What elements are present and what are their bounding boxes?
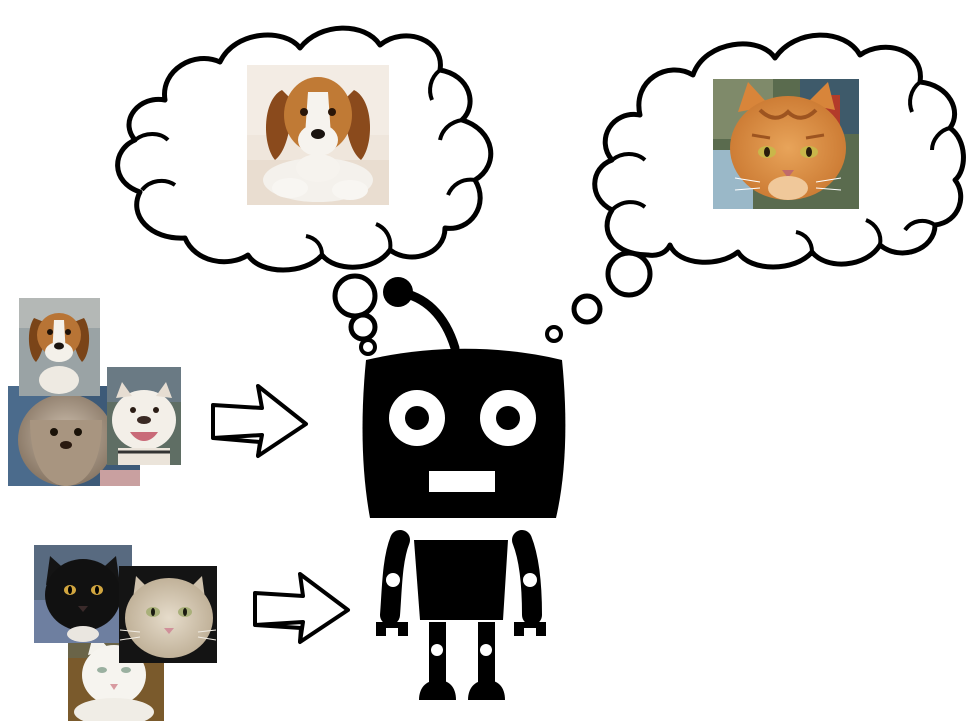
orange-tabby-cat-photo [713, 79, 859, 209]
thought-bubble-large [332, 273, 378, 319]
thought-bubble-small [359, 338, 377, 356]
right-thought-cloud [545, 32, 966, 343]
dog-photo-group [8, 298, 181, 486]
thought-bubble-medium [571, 293, 603, 325]
thought-bubble-small [545, 325, 563, 343]
beagle-photo [19, 298, 100, 396]
robot-icon [362, 277, 566, 700]
cat-arrow [253, 572, 350, 644]
black-cat-photo [34, 545, 132, 643]
left-thought-cloud [115, 25, 494, 356]
cat-photo-group [34, 545, 217, 721]
cream-cat-photo [119, 566, 217, 663]
dog-arrow [211, 384, 308, 458]
thought-bubble-medium [348, 312, 378, 342]
thought-bubble-large [605, 250, 653, 298]
beagle-puppy-photo [247, 65, 389, 205]
bulldog-photo [107, 367, 181, 465]
